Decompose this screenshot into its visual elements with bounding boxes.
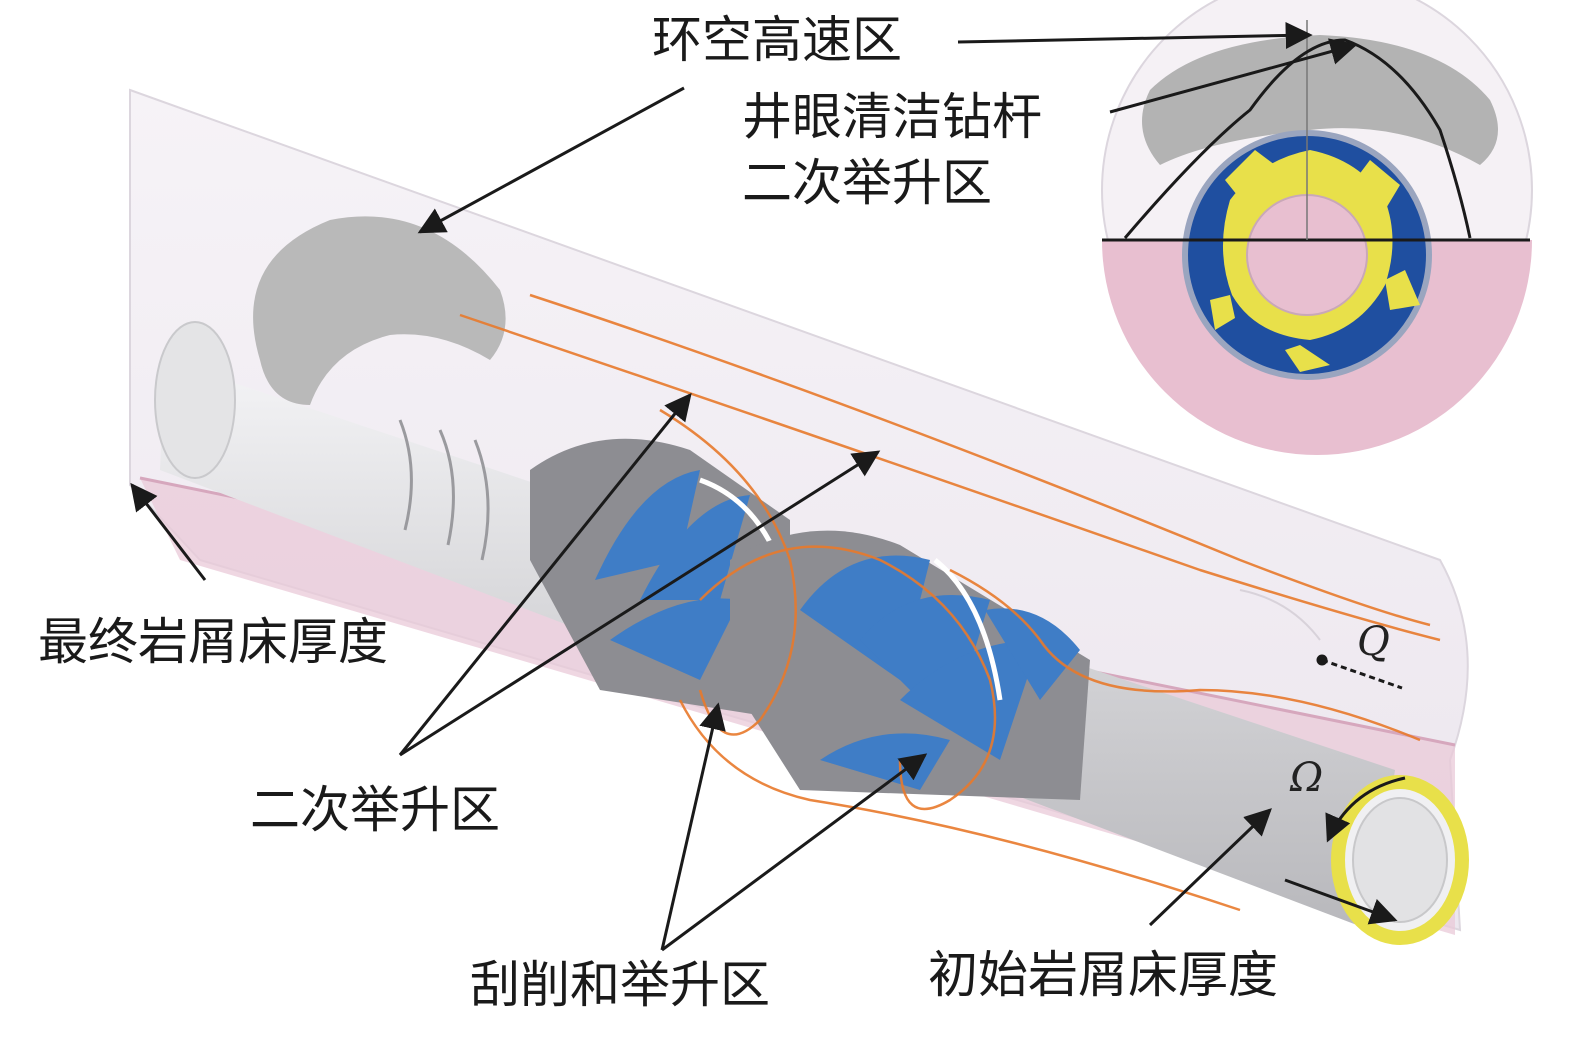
pipe-end-ring [1331,775,1469,945]
rotation-speed-symbol: Ω [1290,755,1324,801]
leader-arrows [130,21,1358,952]
label-secondary-lift-inset: 二次举升区 [742,154,992,212]
flow-lines [459,293,1441,912]
flow-rate-symbol: Q [1357,619,1390,665]
label-initial-bed-thickness: 初始岩屑床厚度 [928,946,1278,1004]
rotation-arrows [1284,654,1406,925]
label-final-bed-thickness: 最终岩屑床厚度 [38,613,388,671]
label-annulus-high-speed: 环空高速区 [652,11,902,69]
high-speed-zone [253,216,506,405]
label-secondary-lift: 二次举升区 [250,781,500,839]
inset-cross-section [1101,0,1533,455]
label-scraping-lift: 刮削和举升区 [470,956,770,1014]
blade-section-1 [530,438,793,720]
label-hole-cleaning-drillpipe: 井眼清洁钻杆 [742,88,1042,146]
